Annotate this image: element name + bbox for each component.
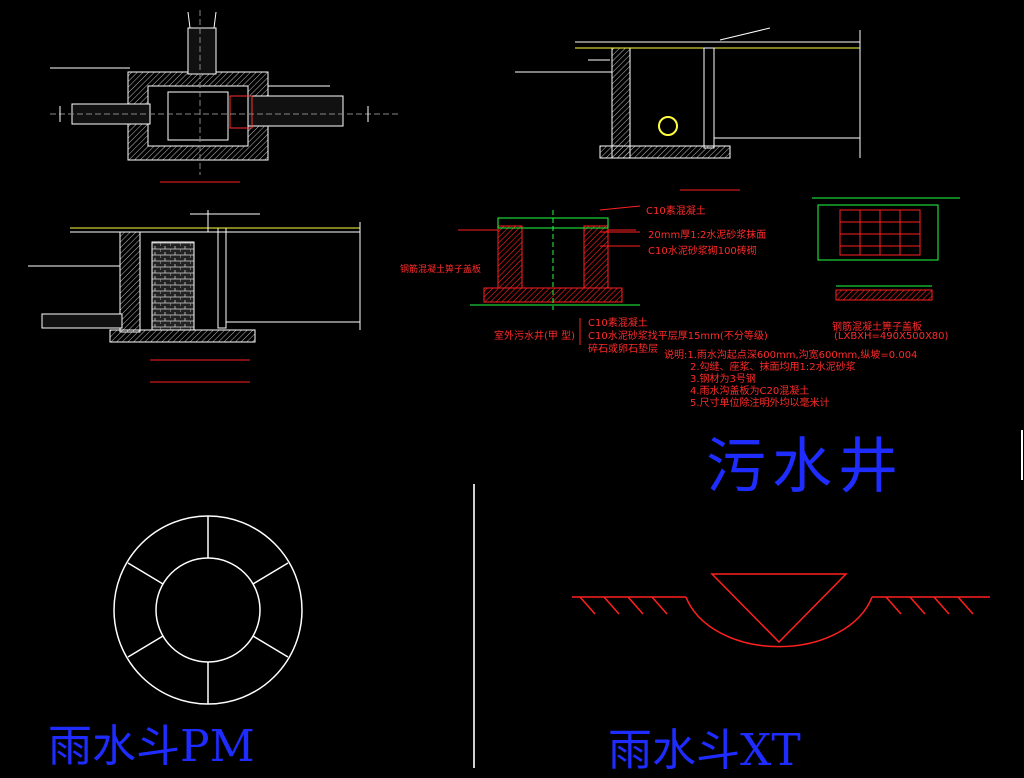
rain-scupper-pm-symbol [113, 515, 303, 705]
label-section-caption: 室外污水井(甲 型) [494, 331, 575, 342]
title-rain-pm: 雨水斗PM [48, 721, 255, 772]
sewage-well-section [458, 205, 641, 345]
section-view-right [515, 27, 861, 191]
title-rain-xt: 雨水斗XT [608, 725, 801, 776]
label-gravel: 碎石或卵石垫层 [588, 344, 658, 355]
label-grate-caption: 钢筋混凝土箅子盖板 [832, 322, 922, 333]
label-c10-cushion: C10水泥砂浆找平层厚15mm(不分等级) [588, 331, 768, 342]
note-line: 3.钢材为3号钢 [690, 374, 756, 385]
label-c10-bottom: C10素混凝土 [588, 318, 648, 329]
note-line: 5.尺寸单位除注明外均以毫米计 [690, 398, 830, 409]
section-view-left [28, 210, 361, 383]
note-line: 2.勾缝、座浆、抹面均用1:2水泥砂浆 [690, 362, 856, 373]
grate-plan [812, 197, 960, 301]
label-grate-dims: (LXBXH=490X500X80) [834, 331, 949, 342]
label-c10-block: C10水泥砂浆砌100砖砌 [648, 246, 757, 257]
title-sewage-well: 污水井 [706, 432, 904, 502]
rain-scupper-xt-symbol [572, 573, 990, 648]
label-rebar-cover: 钢筋混凝土箅子盖板 [400, 265, 482, 275]
plan-view [50, 10, 400, 183]
label-mortar: 20mm厚1:2水泥砂浆抹面 [648, 230, 767, 241]
note-line: 4.雨水沟盖板为C20混凝土 [690, 386, 810, 397]
note-line: 说明:1.雨水沟起点深600mm,沟宽600mm,纵坡=0.004 [664, 350, 918, 361]
notes-block: 说明:1.雨水沟起点深600mm,沟宽600mm,纵坡=0.004 2.勾缝、座… [664, 350, 917, 410]
label-c10-concrete: C10素混凝土 [646, 206, 706, 217]
